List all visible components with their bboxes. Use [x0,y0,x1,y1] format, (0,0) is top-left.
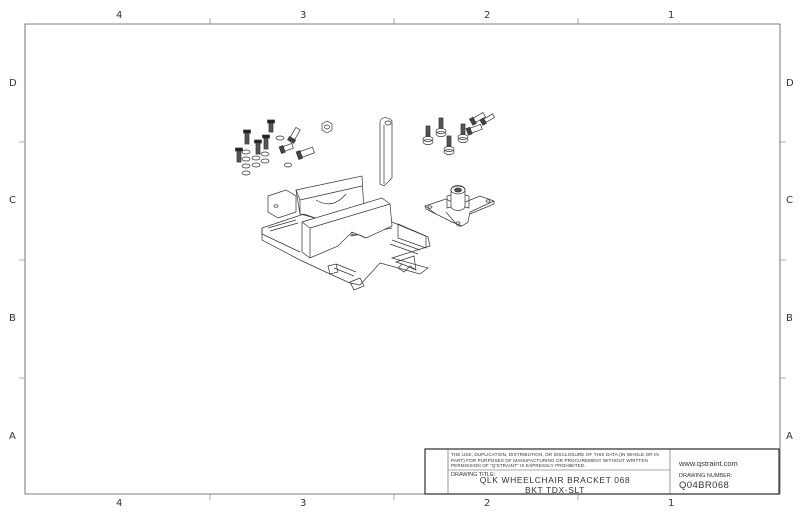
zone-row-label: B [9,313,16,324]
drawing-title: QLK WHEELCHAIR BRACKET 068 BKT TDX-SLT [470,475,640,495]
zone-row-label: C [786,195,793,206]
title-block-frame [425,449,779,494]
zone-column-label: 3 [300,10,307,21]
zone-row-label: D [9,78,17,89]
zone-row-label: C [9,195,16,206]
zone-column-label: 4 [116,498,123,509]
company-website: www.qstraint.com [679,459,738,468]
zone-row-label: B [786,313,793,324]
zone-column-label: 2 [484,498,491,509]
zone-row-label: A [786,431,793,442]
drawing-number: Q04BR068 [679,480,730,491]
hardware-fasteners [236,120,333,175]
zone-column-label: 1 [668,498,675,509]
strap-plate [380,118,392,186]
zone-column-label: 4 [116,10,123,21]
hardware-fasteners-right [423,112,495,155]
zone-column-label: 1 [668,10,675,21]
drawing-title-line-2: BKT TDX-SLT [525,484,585,495]
drawing-title-line-1: QLK WHEELCHAIR BRACKET 068 [479,475,631,485]
zone-column-label: 2 [484,10,491,21]
cross-mount-plate [425,186,494,227]
zone-row-label: A [9,431,16,442]
zone-column-label: 3 [300,498,307,509]
drawing-number-label: DRAWING NUMBER: [679,473,733,479]
zone-row-label: D [786,78,794,89]
disclosure-notice: THE USE, DUPLICATION, DISTRIBUTION, OR D… [451,452,659,469]
bracket-base-assembly [262,176,430,290]
drawing-title-label: DRAWING TITLE: [451,472,496,478]
